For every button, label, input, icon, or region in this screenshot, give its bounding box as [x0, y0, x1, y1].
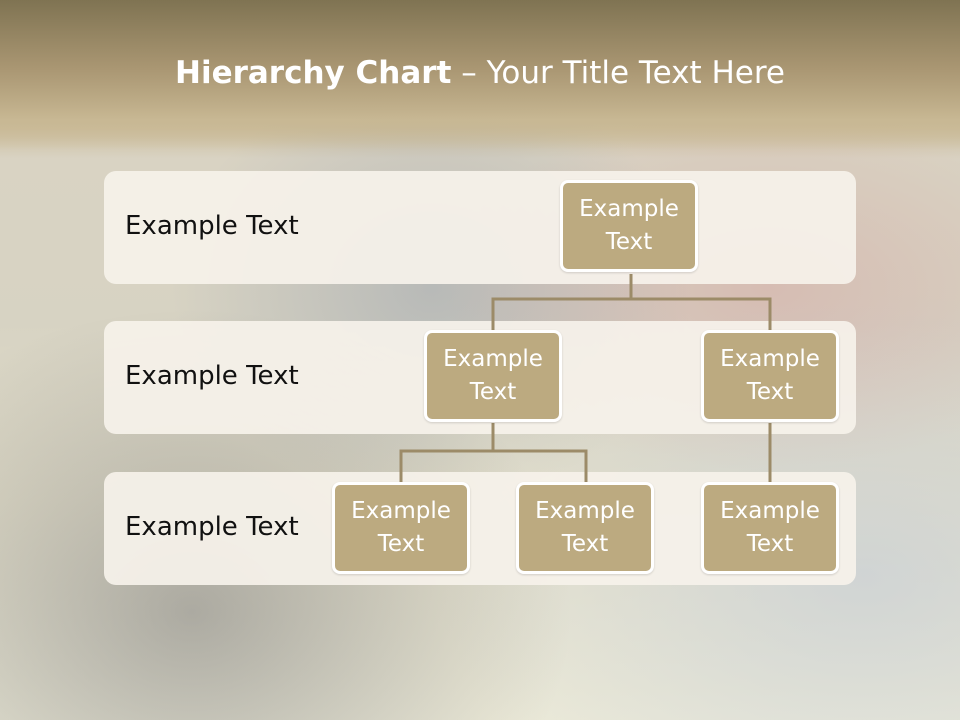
level-label-3: Example Text	[125, 512, 299, 542]
node-level3-b-label: Example Text	[535, 498, 635, 557]
node-level3-a-label: Example Text	[351, 498, 451, 557]
node-level3-c-label: Example Text	[720, 498, 820, 557]
node-root[interactable]: Example Text	[560, 180, 698, 272]
title-rest: – Your Title Text Here	[451, 55, 785, 91]
level-band-1: Example Text	[104, 171, 856, 284]
node-level3-b[interactable]: Example Text	[516, 482, 654, 574]
node-level2-left-label: Example Text	[443, 346, 543, 405]
connector-left	[399, 423, 588, 482]
connector-root	[491, 274, 772, 330]
node-level2-right-label: Example Text	[720, 346, 820, 405]
level-label-2: Example Text	[125, 361, 299, 391]
slide-title: Hierarchy Chart – Your Title Text Here	[0, 55, 960, 91]
node-level3-a[interactable]: Example Text	[332, 482, 470, 574]
node-root-label: Example Text	[579, 196, 679, 255]
node-level2-right[interactable]: Example Text	[701, 330, 839, 422]
title-band	[0, 0, 960, 150]
node-level3-c[interactable]: Example Text	[701, 482, 839, 574]
node-level2-left[interactable]: Example Text	[424, 330, 562, 422]
title-bold: Hierarchy Chart	[175, 55, 452, 91]
level-label-1: Example Text	[125, 211, 299, 241]
